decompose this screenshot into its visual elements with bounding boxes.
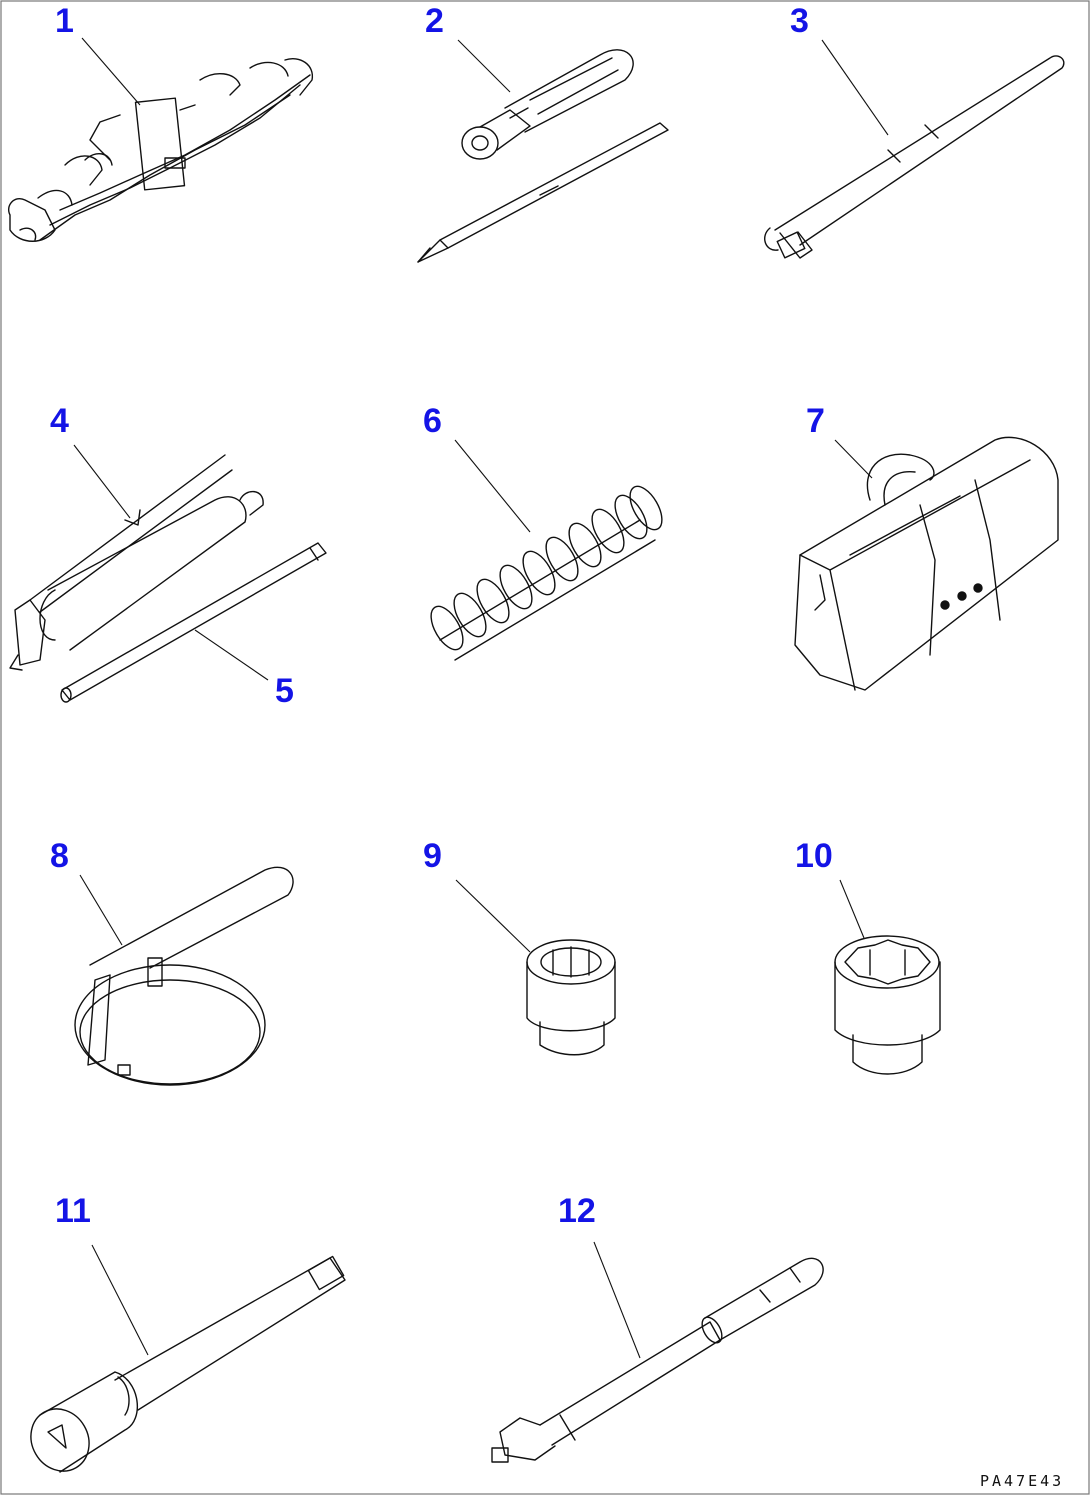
callout-9: 9 [423, 837, 442, 875]
socket-large-icon [834, 935, 941, 1075]
callout-7: 7 [806, 402, 825, 440]
callout-4: 4 [50, 402, 69, 440]
callout-1: 1 [55, 2, 74, 40]
tool-bag-icon [794, 436, 1059, 691]
grease-gun-icon [9, 454, 264, 671]
extension-bar-icon [491, 1257, 824, 1463]
screwdriver-icon [417, 49, 669, 263]
socket-small-icon [526, 939, 616, 1056]
callout-8: 8 [50, 837, 69, 875]
callout-2: 2 [425, 2, 444, 40]
callout-6: 6 [423, 402, 442, 440]
grease-pipe-icon [60, 542, 327, 703]
socket-wrench-handle-icon [764, 55, 1065, 259]
drawing-code: PA47E43 [980, 1472, 1064, 1490]
callout-12: 12 [558, 1192, 596, 1230]
wrench-set-icon [8, 58, 314, 242]
leader-lines [73, 37, 889, 1359]
callout-3: 3 [790, 2, 809, 40]
callout-10: 10 [795, 837, 833, 875]
filter-wrench-icon [74, 866, 294, 1086]
box-wrench-icon [30, 1255, 346, 1473]
spring-icon [430, 485, 663, 661]
callout-5: 5 [275, 672, 294, 710]
callout-11: 11 [55, 1192, 91, 1230]
